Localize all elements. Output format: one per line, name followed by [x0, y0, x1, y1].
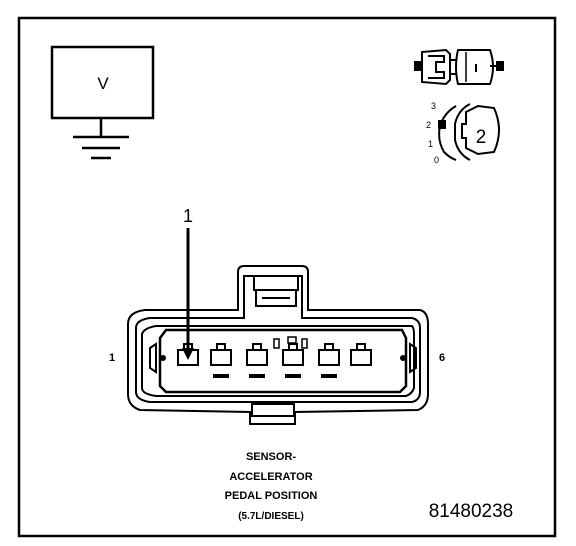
connector-cavities	[177, 343, 372, 378]
meter-label: V	[97, 74, 109, 93]
cavity-5	[318, 343, 340, 378]
dial-selected-label: 2	[476, 127, 487, 148]
dial-position-3: 3	[431, 101, 436, 111]
connector-test-probe-icon	[414, 48, 504, 86]
selector-dial-icon	[438, 103, 500, 161]
dial-position-1: 1	[428, 139, 433, 149]
caption-line-3: PEDAL POSITION	[225, 490, 318, 502]
cavity-3	[246, 343, 268, 378]
voltmeter-ground-icon	[50, 45, 155, 160]
connector-body	[127, 265, 429, 425]
callout-number: 1	[183, 206, 193, 226]
dial-position-0: 0	[434, 155, 439, 165]
figure-id: 81480238	[429, 501, 514, 522]
cavity-4	[282, 343, 304, 378]
cavity-2	[210, 343, 232, 378]
cavity-6	[350, 343, 372, 366]
caption-line-4: (5.7L/DIESEL)	[238, 511, 304, 522]
pin-label-left: 1	[109, 352, 115, 364]
caption-line-1: SENSOR-	[246, 451, 296, 463]
callout-arrow-icon	[182, 228, 194, 360]
pin-label-right: 6	[439, 352, 445, 364]
dial-position-2: 2	[426, 120, 431, 130]
diagram-frame	[17, 16, 557, 538]
caption-line-2: ACCELERATOR	[229, 471, 312, 483]
